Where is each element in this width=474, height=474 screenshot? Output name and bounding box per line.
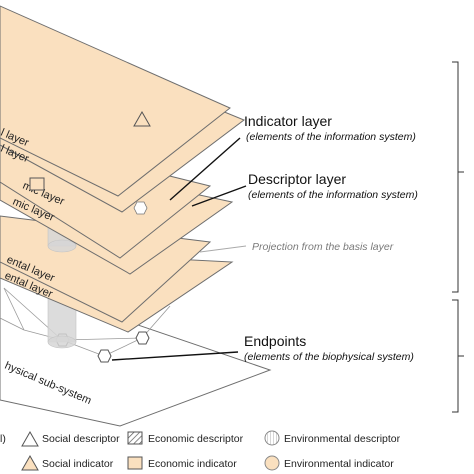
legend-social-indicator: Social indicator	[42, 458, 114, 470]
economic-descriptor-icon	[127, 431, 143, 445]
indicator-layer-subtitle: (elements of the information system)	[246, 131, 416, 143]
leader-lines	[111, 137, 247, 361]
social-descriptor-icon	[21, 430, 39, 447]
projection-leader	[199, 245, 247, 253]
right-brackets	[452, 61, 464, 413]
environmental-marker-node	[133, 201, 148, 215]
legend-partial-label: l)	[0, 433, 6, 445]
social-indicator-marker	[133, 110, 151, 127]
economic-marker	[29, 177, 45, 191]
indicator-layer-title: Indicator layer	[244, 113, 332, 129]
endpoints-title: Endpoints	[244, 333, 306, 349]
legend-environmental-indicator: Environmental indicator	[284, 458, 394, 470]
social-layer-upper	[0, 5, 231, 197]
endpoints-subtitle: (elements of the biophysical system)	[244, 351, 414, 363]
social-indicator-icon	[21, 454, 39, 471]
legend-economic-descriptor: Economic descriptor	[148, 433, 244, 445]
legend-environmental-descriptor: Environmental descriptor	[284, 433, 401, 445]
legend: l) Social descriptor Economic descriptor…	[0, 430, 401, 471]
economic-indicator-icon	[127, 456, 143, 470]
legend-social-descriptor: Social descriptor	[42, 433, 120, 445]
environmental-descriptor-icon	[264, 430, 280, 446]
legend-economic-indicator: Economic indicator	[148, 458, 237, 470]
descriptor-layer-title: Descriptor layer	[248, 171, 346, 187]
environmental-indicator-icon	[264, 455, 280, 471]
projection-label: Projection from the basis layer	[252, 241, 394, 253]
descriptor-layer-subtitle: (elements of the information system)	[248, 189, 418, 201]
